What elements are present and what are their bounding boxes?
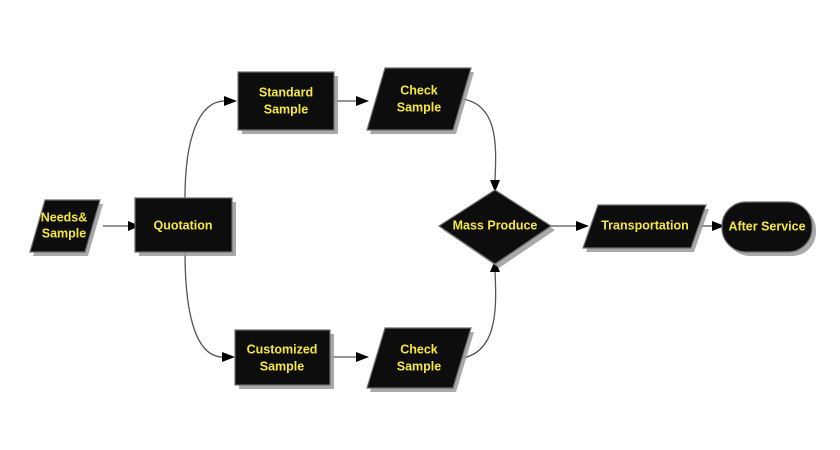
node-label-line1: Standard (259, 85, 313, 99)
arrowhead-icon (356, 96, 369, 106)
arrowhead-icon (490, 180, 500, 192)
arrowhead-icon (224, 96, 237, 106)
node-shape-parallelogram (366, 327, 472, 389)
edge-check-top-to-mass (454, 97, 500, 192)
node-shape-parallelogram (29, 199, 101, 253)
node-transportation[interactable]: Transportation (582, 204, 709, 252)
edge-line (454, 271, 497, 360)
edge-quotation-to-customized (184, 251, 235, 362)
node-label-line1: Customized (247, 342, 318, 356)
edge-line (184, 251, 224, 358)
node-shape-parallelogram (582, 204, 707, 249)
node-shape-rectangle (134, 197, 233, 253)
edge-line (454, 97, 497, 181)
node-check-sample-bottom[interactable]: Check Sample (366, 327, 474, 392)
node-label-line1: Needs& (41, 210, 88, 224)
edge-mass-to-transportation (551, 221, 589, 231)
node-shape-rounded-rectangle (721, 201, 813, 253)
arrowhead-icon (356, 352, 369, 362)
edge-line (184, 100, 226, 199)
node-shape-parallelogram (366, 67, 472, 131)
node-customized-sample[interactable]: Customized Sample (234, 329, 334, 389)
arrowhead-icon (576, 221, 589, 231)
edge-customized-to-check-bottom (330, 352, 369, 362)
node-shape-diamond (437, 189, 553, 265)
arrowhead-icon (490, 260, 500, 272)
node-label-line1: Check (400, 83, 438, 97)
node-needs-sample[interactable]: Needs& Sample (29, 199, 103, 256)
node-label-line1: Check (400, 342, 438, 356)
edges-layer (103, 96, 725, 362)
node-shape-rectangle (234, 329, 331, 386)
arrowhead-icon (712, 221, 725, 231)
node-mass-produce[interactable]: Mass Produce (437, 189, 555, 268)
node-after-service[interactable]: After Service (721, 201, 816, 256)
node-quotation[interactable]: Quotation (134, 197, 236, 256)
edge-standard-to-check-top (334, 96, 369, 106)
node-label-line2: Sample (397, 359, 442, 373)
node-label-line1: Mass Produce (453, 218, 538, 232)
node-label-line1: After Service (728, 219, 805, 233)
edge-quotation-to-standard (184, 96, 237, 199)
node-shape-rectangle (237, 71, 335, 131)
node-label-line2: Sample (264, 102, 309, 116)
edge-check-bottom-to-mass (454, 260, 500, 360)
node-label-line1: Quotation (153, 218, 212, 232)
arrowhead-icon (222, 352, 235, 362)
edge-needs-to-quotation (103, 221, 140, 231)
node-label-line1: Transportation (601, 218, 689, 232)
arrowhead-icon (128, 221, 140, 231)
node-standard-sample[interactable]: Standard Sample (237, 71, 338, 134)
node-label-line2: Sample (42, 226, 87, 240)
node-label-line2: Sample (260, 359, 305, 373)
node-check-sample-top[interactable]: Check Sample (366, 67, 474, 134)
node-label-line2: Sample (397, 100, 442, 114)
